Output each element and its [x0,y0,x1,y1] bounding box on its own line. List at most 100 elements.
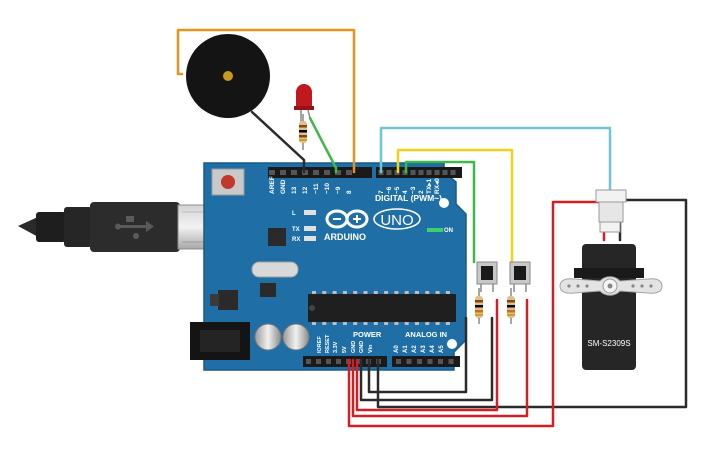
wire-cyan-servo [379,126,612,194]
power-header-label: POWER [353,330,382,339]
chip-leg [342,291,347,294]
wire-black-gnd-1 [359,316,494,402]
smd-led [304,226,316,231]
pin-hole [410,170,416,175]
chip-leg [425,291,430,294]
chip-leg [373,291,378,294]
capacitor-1 [254,323,282,351]
uno-badge: UNO [373,208,421,230]
chip-leg [415,291,419,294]
pin-label: ~5 [394,186,401,194]
smd-led [304,236,316,241]
micro-servo: SM-S2309S [559,189,663,370]
chip-leg [332,291,337,294]
push-button-1[interactable] [476,261,498,292]
pin-label: 2 [418,190,425,194]
pin-hole [280,170,286,175]
pin-label: ~3 [410,186,417,194]
pin-hole [386,170,392,175]
pin-label: RESET [325,334,331,353]
wire-green-led [308,116,338,174]
reset-button[interactable] [211,168,245,196]
on-label: ON [444,228,453,234]
power-header [303,356,387,367]
red-led [294,84,314,122]
pin-label: A0 [394,345,400,353]
chip-leg [353,291,358,294]
push-button-2[interactable] [509,261,531,292]
pin-label: Vin [368,344,374,353]
chip-leg [363,322,368,325]
pin-hole [406,359,412,364]
uno-label: UNO [380,212,413,229]
pin-label: RX◂0 [434,178,441,194]
pin-hole [448,359,454,364]
digital-header-left [268,167,372,178]
pin-hole [313,170,319,175]
led-label: RX [292,237,300,243]
status-leds: L TX RX [292,210,316,243]
infinity-logo-icon [325,209,369,229]
pin-hole [450,170,456,175]
pin-label: ~11 [313,183,320,194]
pin-label: GND [351,341,357,353]
led-label: TX [292,227,300,233]
chip-leg [312,322,316,325]
piezo-buzzer [186,34,270,118]
chip-leg [404,322,409,325]
pin-hole [438,359,443,364]
chip-leg [332,322,337,325]
chip-leg [384,291,389,294]
power-led: ON [427,228,453,234]
pin-hole [346,170,352,175]
chip-leg [394,291,399,294]
chip-leg [445,322,450,325]
pin-label: A4 [430,345,436,353]
smd-led [304,210,316,215]
pin-label: 5V [342,346,348,353]
chip-leg [404,291,409,294]
chip-leg [353,322,358,325]
pin-label: 7 [378,190,385,194]
analog-header-label: ANALOG IN [405,330,447,339]
pin-hole [291,170,297,175]
digital-header-label: DIGITAL (PWM~) [375,193,442,203]
button-resistor-2 [507,288,515,324]
analog-header [392,356,460,367]
pin-label: 3.3V [333,341,339,353]
wire-black-buzzer-gnd [250,110,306,174]
pin-hole [427,359,433,364]
capacitor-2 [282,323,310,351]
pin-label: ~6 [386,186,393,194]
pin-hole [434,170,440,175]
chip-leg [425,322,430,325]
pin-label: IOREF [317,336,323,353]
pin-hole [306,359,311,364]
wire-black-gnd-2 [367,316,468,394]
pin-label: ~10 [324,183,331,194]
pin-label: 4 [402,190,409,194]
usb-chip [268,228,286,246]
pin-hole [324,170,330,175]
pin-hole [269,170,275,175]
pin-label: AREF [269,176,276,194]
pin-label: 13 [291,186,298,194]
pin-hole [426,170,432,175]
wire-red-5v-3 [355,298,499,412]
wire-orange-buzzer [176,28,356,174]
chip-leg [435,322,440,325]
pin-hole [417,359,422,364]
led-label: L [292,211,296,217]
pin-label: GND [280,179,287,194]
chip-leg [394,322,399,325]
chip-leg [363,291,368,294]
chip-leg [445,291,450,294]
chip-leg [384,322,389,325]
small-chip [260,283,276,297]
atmega-chip [308,294,456,322]
chip-leg [312,291,316,294]
